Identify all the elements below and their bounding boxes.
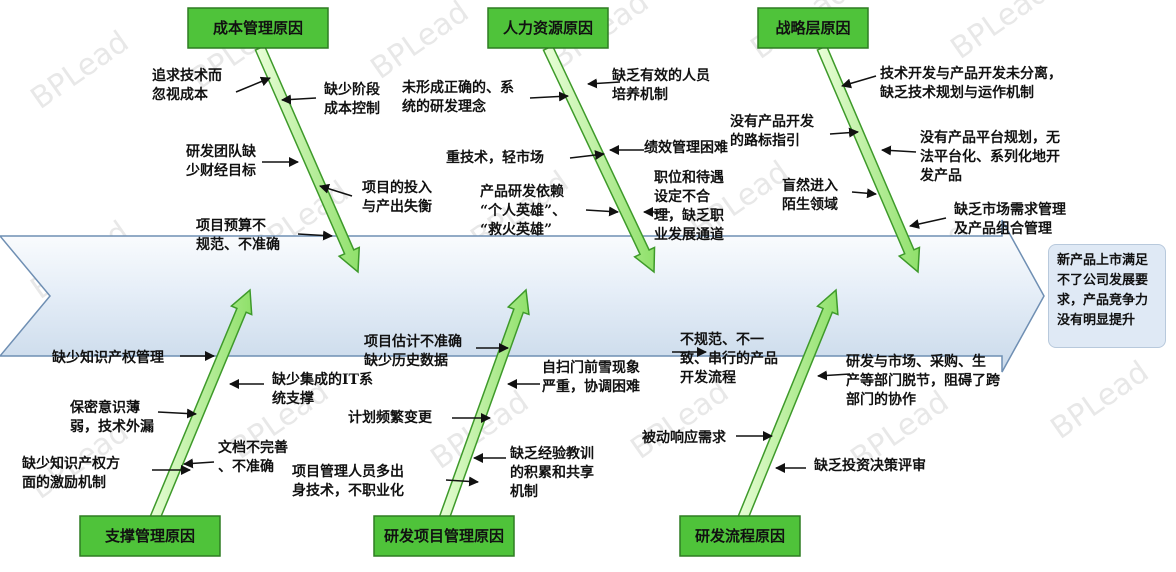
bone-support [144,288,253,533]
cause-label-support-4: 文档不完善、不准确 [218,439,288,475]
cause-label-project-3: 计划频繁变更 [348,409,433,426]
cause-arrow-hr [587,78,621,89]
watermark-text: BPLead [1045,354,1156,446]
cause-arrow-strategy [829,127,859,138]
cause-label-process-1: 不规范、不一致、串行的产品开发流程 [680,331,778,386]
cause-label-strategy-5: 缺乏市场需求管理及产品组合管理 [954,201,1066,237]
category-box-process [679,515,801,557]
cause-label-cost-1: 追求技术而忽视成本 [152,67,222,103]
cause-label-strategy-1: 技术开发与产品开发未分离，缺乏技术规划与运作机制 [880,65,1062,101]
cause-arrow-strategy [881,145,917,156]
cause-arrow-process [817,370,851,381]
cause-arrow-cost [235,76,271,93]
category-box-hr [487,7,609,49]
cause-label-support-3: 保密意识薄弱，技术外漏 [69,399,154,435]
cause-label-project-4: 缺乏经验教训的积累和共享机制 [510,445,594,500]
cause-label-project-1: 项目估计不准确缺少历史数据 [364,333,462,369]
cause-label-hr-1: 未形成正确的、系统的研发理念 [402,79,514,115]
cause-arrow-strategy [851,188,877,199]
result-problem-box: 新产品上市满足 不了公司发展要 求，产品竞争力 没有明显提升 [1048,244,1166,348]
cause-label-project-2: 自扫门前雪现象严重，协调困难 [541,359,640,395]
cause-label-hr-5: 产品研发依赖“个人英雄”、“救火英雄” [480,183,566,238]
category-label-strategy: 战略层原因 [775,19,850,37]
category-label-process: 研发流程原因 [695,527,785,545]
watermark-text: BPLead [625,374,736,466]
cause-label-strategy-3: 没有产品平台规划，无法平台化、系列化地开发产品 [919,129,1060,184]
cause-label-cost-5: 项目预算不规范、不准确 [196,217,280,253]
cause-label-process-3: 被动响应需求 [642,429,727,446]
cause-arrow-support [157,408,197,419]
cause-arrows-layer [152,75,947,487]
cause-arrow-project [445,476,479,487]
category-label-hr: 人力资源原因 [503,19,593,37]
cause-label-cost-4: 项目的投入与产出失衡 [362,179,432,215]
cause-label-support-2: 缺少集成的IT系统支撑 [272,371,373,407]
category-box-cost [187,7,329,49]
cause-arrow-strategy [841,75,877,89]
cause-arrow-hr [529,91,569,102]
cause-label-hr-6: 职位和待遇设定不合理，缺乏职业发展通道 [654,169,724,243]
watermark-text: BPLead [365,0,476,87]
watermark-text: BPLead [25,24,136,116]
cause-label-cost-3: 研发团队缺少财经目标 [185,143,257,179]
cause-label-cost-2: 缺少阶段成本控制 [324,81,380,117]
cause-label-strategy-4: 盲然进入陌生领域 [782,177,838,213]
category-box-support [79,515,221,557]
cause-label-hr-2: 缺乏有效的人员培养机制 [612,67,710,103]
watermark-text: BPLead [945,0,1056,67]
cause-arrow-cost [297,230,333,241]
cause-label-strategy-2: 没有产品开发的路标指引 [730,113,815,149]
cause-labels-layer: 追求技术而忽视成本 缺少阶段成本控制研发团队缺少财经目标项目的投入与产出失衡项目预… [22,65,1066,500]
cause-arrow-support [183,458,215,469]
cause-arrow-cost [281,94,317,105]
category-box-project [373,515,515,557]
cause-label-support-5: 缺少知识产权方面的激励机制 [22,455,120,491]
category-label-project: 研发项目管理原因 [384,527,504,545]
cause-label-process-4: 缺乏投资决策评审 [814,457,926,474]
category-label-cost: 成本管理原因 [213,19,303,37]
cause-label-hr-3: 重技术，轻市场 [446,149,544,166]
cause-arrow-hr [569,150,605,161]
bones-layer [144,44,921,533]
category-label-support: 支撑管理原因 [104,527,195,545]
cause-arrow-hr [585,206,619,217]
cause-label-support-1: 缺少知识产权管理 [52,349,164,366]
cause-label-process-2: 研发与市场、采购、生产等部门脱节，阻碍了跨部门的协作 [846,353,1001,408]
cause-label-project-5: 项目管理人员多出身技术，不职业化 [292,463,404,499]
cause-arrow-cost [319,183,353,197]
category-box-strategy [757,7,869,49]
cause-arrow-strategy [909,217,947,229]
bone-process [732,288,839,533]
cause-label-hr-4: 绩效管理困难 [644,139,728,156]
